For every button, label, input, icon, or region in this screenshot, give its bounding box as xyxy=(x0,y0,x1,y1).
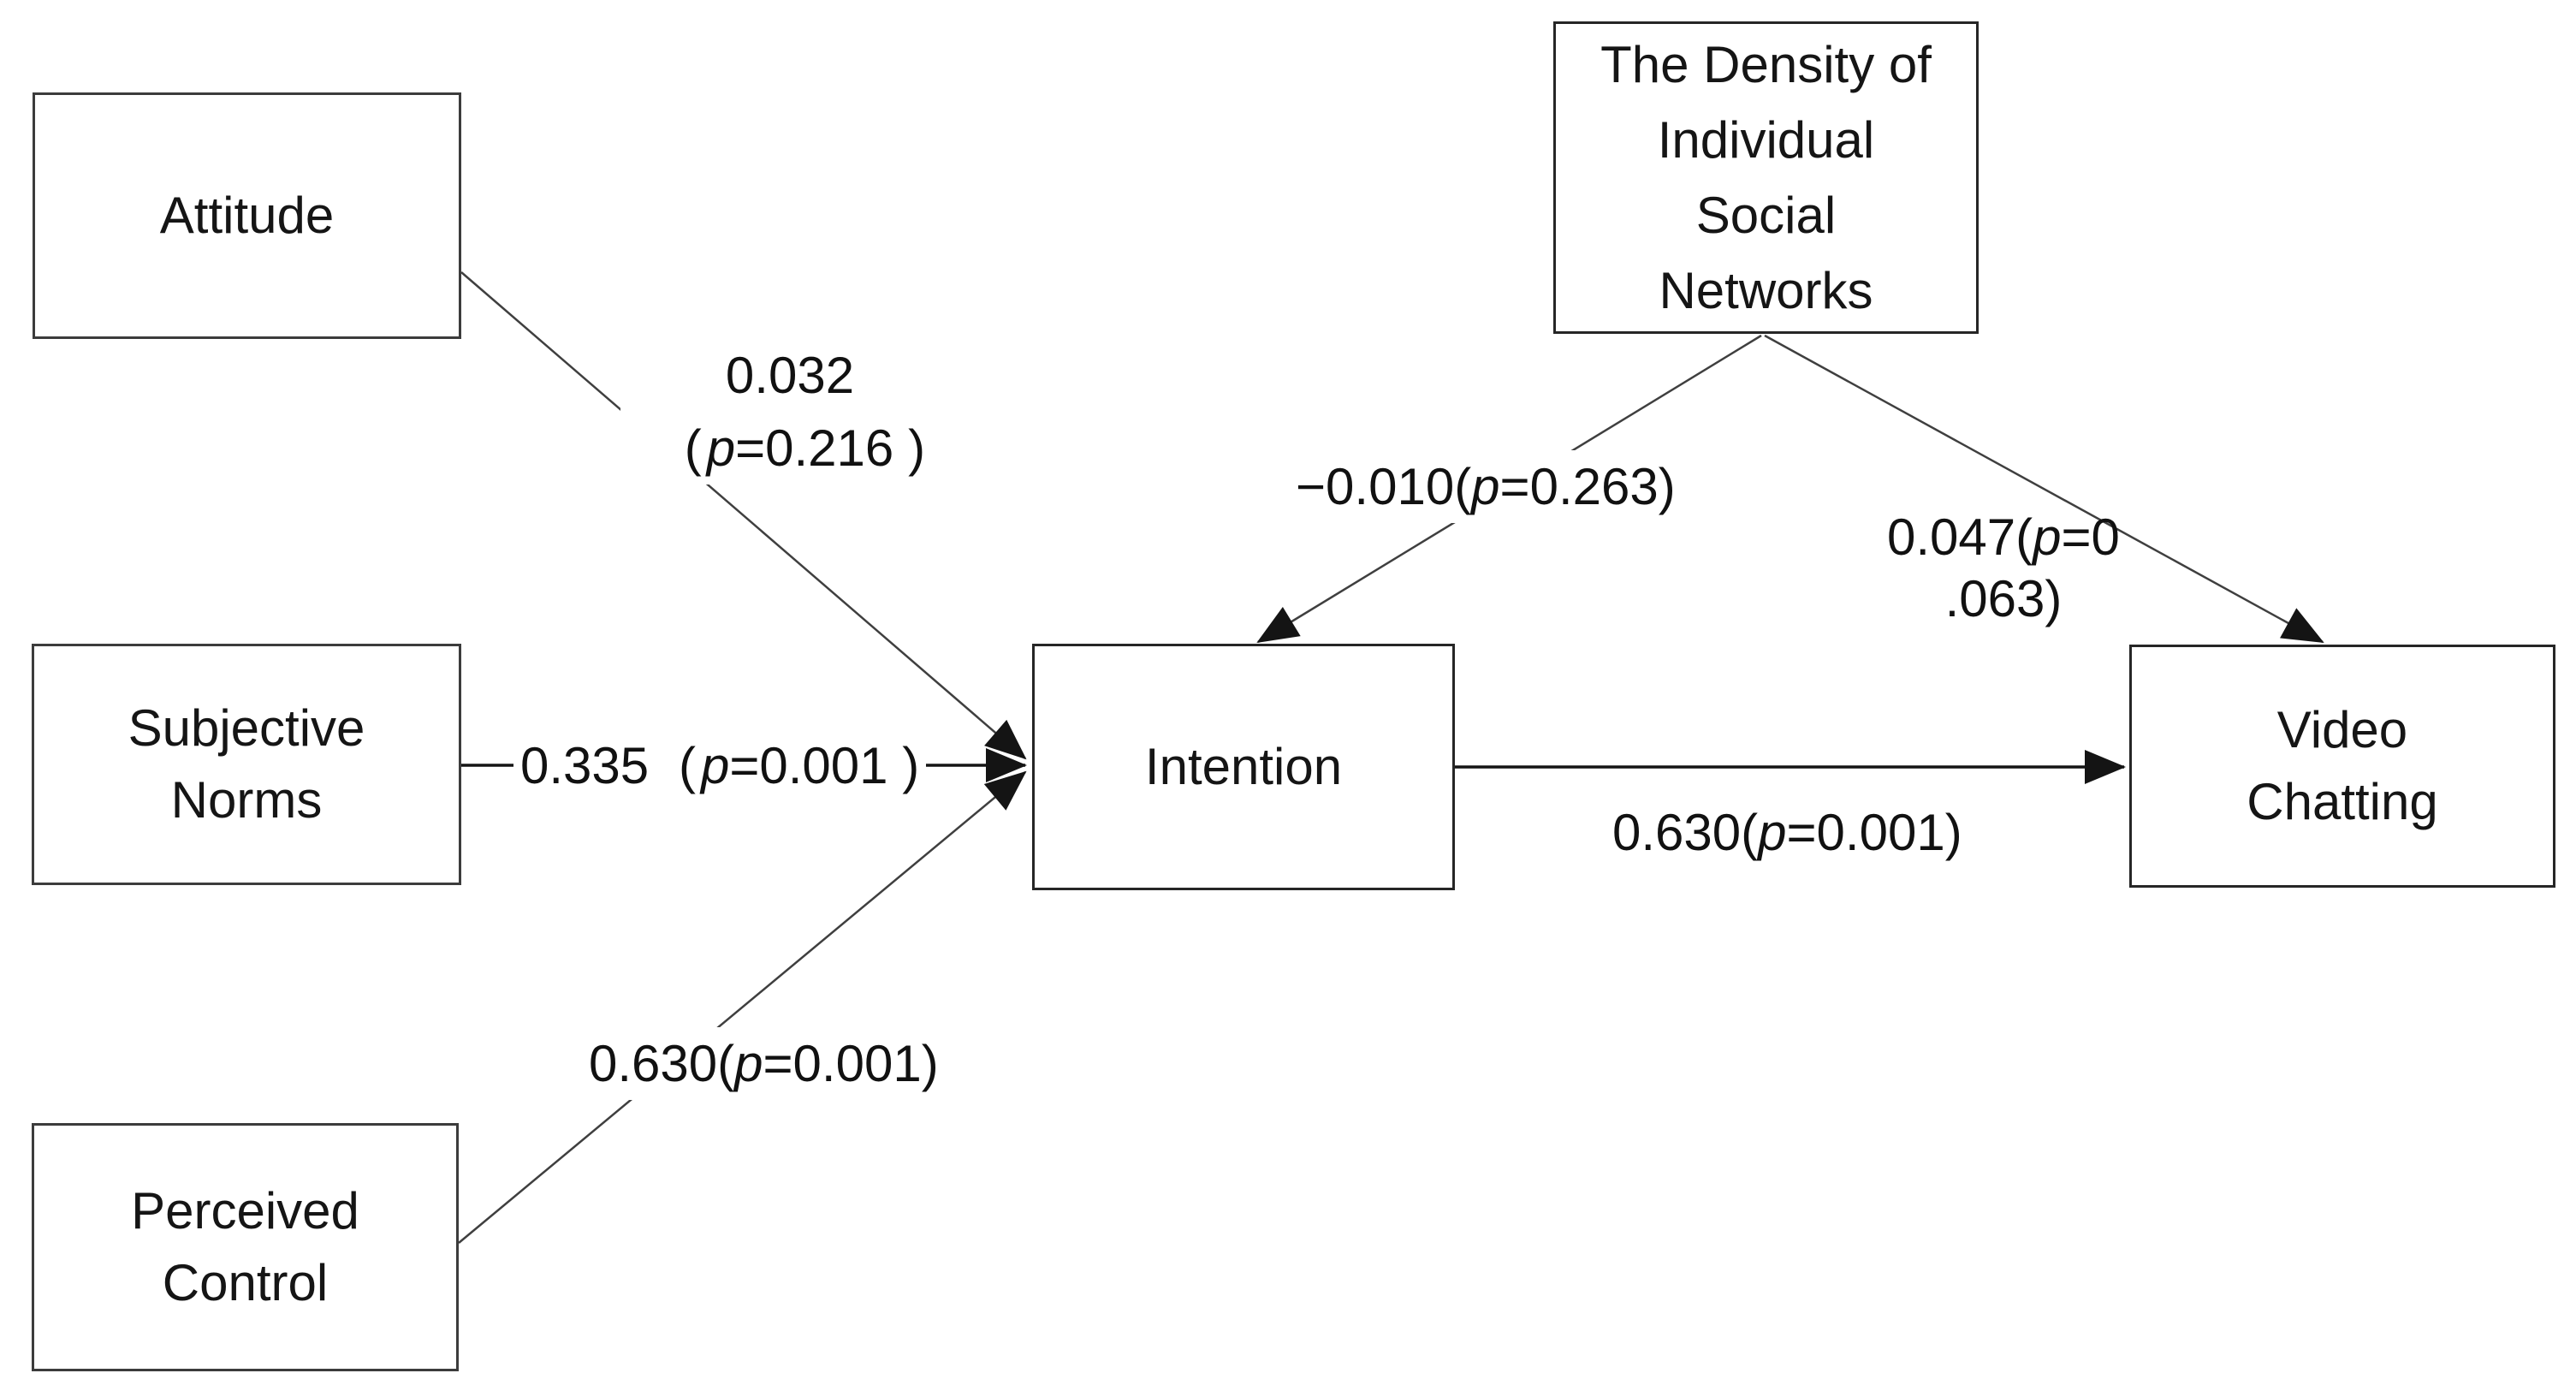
edge-label-density-to-intention: −0.010(p=0.263) xyxy=(1289,450,1683,523)
p-value: =0 xyxy=(2061,508,2120,566)
p-value: =0.001 xyxy=(729,737,888,794)
p-symbol: p xyxy=(706,419,736,477)
p-symbol: p xyxy=(2033,508,2062,566)
node-label: Video Chatting xyxy=(2247,694,2437,838)
node-label-line: Perceived xyxy=(131,1182,359,1239)
node-label-line: Social xyxy=(1695,186,1837,244)
coefficient: 0.032 xyxy=(725,347,855,404)
node-label-line: Attitude xyxy=(159,187,335,244)
p-symbol: p xyxy=(1758,804,1787,861)
node-attitude: Attitude xyxy=(33,92,461,339)
node-label: Intention xyxy=(1145,731,1342,803)
close-paren: ) xyxy=(921,1035,939,1092)
open-paren: ( xyxy=(684,419,702,477)
node-subjective-norms: Subjective Norms xyxy=(32,644,461,885)
edge-perceived-control-to-intention xyxy=(458,770,1027,1244)
node-label: The Density of Individual Social Network… xyxy=(1600,27,1932,329)
node-label-line: Chatting xyxy=(2247,773,2438,830)
coefficient: 0.047 xyxy=(1887,508,2016,566)
node-label-line: Intention xyxy=(1144,738,1343,795)
open-paren: ( xyxy=(717,1035,735,1092)
close-paren: ) xyxy=(1658,458,1676,515)
node-density-of-individual-social-networks: The Density of Individual Social Network… xyxy=(1553,21,1979,334)
p-symbol: p xyxy=(734,1035,763,1092)
edge-label-perceived-control-to-intention: 0.630(p=0.001) xyxy=(582,1027,946,1100)
label-line: .063) xyxy=(1944,570,2063,627)
node-video-chatting: Video Chatting xyxy=(2129,645,2555,888)
p-value: =0.001 xyxy=(1786,804,1945,861)
close-paren: ) xyxy=(902,737,920,794)
node-perceived-control: Perceived Control xyxy=(32,1123,459,1371)
node-intention: Intention xyxy=(1032,644,1455,890)
edge-label-attitude-to-intention: 0.032 (p=0.216) xyxy=(620,339,959,484)
edge-density-to-video-chatting xyxy=(1764,334,2324,644)
coefficient: 0.630 xyxy=(589,1035,718,1092)
label-line: 0.032 xyxy=(627,339,953,412)
coefficient: 0.630 xyxy=(1612,804,1742,861)
node-label-line: The Density of xyxy=(1600,35,1932,93)
edge-label-density-to-video-chatting: 0.047(p=0 .063) xyxy=(1887,507,2120,630)
label-line: (p=0.216) xyxy=(627,412,953,484)
edge-label-subjective-norms-to-intention: 0.335 (p=0.001) xyxy=(513,729,927,802)
open-paren: ( xyxy=(1454,458,1472,515)
coefficient: −0.010 xyxy=(1296,458,1455,515)
close-paren: ) xyxy=(1944,804,1962,861)
node-label-line: Individual xyxy=(1657,110,1875,169)
label-line: 0.047(p=0 xyxy=(1887,507,2120,568)
node-label-line: Video xyxy=(2276,701,2408,758)
node-label-line: Control xyxy=(162,1254,329,1311)
node-label-line: Subjective xyxy=(128,699,365,757)
open-paren: ( xyxy=(678,737,696,794)
coefficient: 0.335 xyxy=(520,737,650,794)
open-paren: ( xyxy=(2015,508,2033,566)
p-value: =0.001 xyxy=(763,1035,922,1092)
node-label: Attitude xyxy=(160,180,334,252)
p-value: =0.263 xyxy=(1499,458,1659,515)
close-paren: ) xyxy=(908,419,926,477)
node-label-line: Networks xyxy=(1659,261,1873,319)
edge-label-intention-to-video-chatting: 0.630(p=0.001) xyxy=(1606,796,1969,869)
p-symbol: p xyxy=(700,737,730,794)
open-paren: ( xyxy=(1741,804,1759,861)
p-value: =0.216 xyxy=(735,419,894,477)
node-label: Subjective Norms xyxy=(128,693,365,836)
p-symbol: p xyxy=(1471,458,1500,515)
node-label: Perceived Control xyxy=(131,1175,359,1319)
node-label-line: Norms xyxy=(170,771,323,829)
edge-attitude-to-intention xyxy=(460,271,1027,760)
